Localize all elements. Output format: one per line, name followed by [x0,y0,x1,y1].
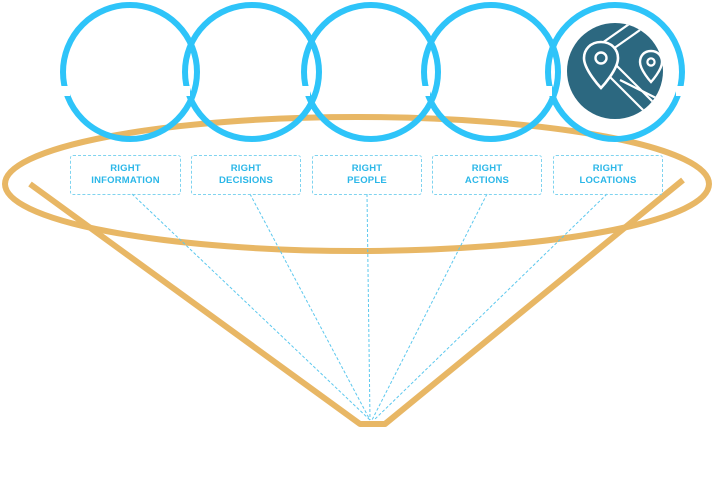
label-line1: RIGHT [471,163,503,174]
label-line2: PEOPLE [347,175,387,186]
circle-actions [421,2,561,142]
circle-decisions [182,2,322,142]
connector-line-locations [373,193,608,421]
connector-line-actions [371,193,488,421]
label-line1: RIGHT [592,163,624,174]
map-location-pin-icon [567,23,664,119]
circle-locations [545,2,685,142]
funnel-rim [2,114,712,254]
circle-gaps [50,86,694,96]
label-line2: ACTIONS [464,175,510,186]
label-line1: RIGHT [110,163,141,174]
connector-lines [131,193,608,421]
circle-people [301,2,441,142]
funnel-cone [28,177,685,427]
label-right-decisions: RIGHT DECISIONS [191,155,301,195]
connector-line-decisions [249,193,371,421]
label-right-locations: RIGHT LOCATIONS [553,155,663,195]
circle-information [60,2,200,142]
label-line2: DECISIONS [218,175,274,186]
connector-line-people [366,193,371,421]
label-line2: LOCATIONS [579,175,637,186]
label-right-actions: RIGHT ACTIONS [432,155,542,195]
category-circles [60,2,685,142]
label-line1: RIGHT [351,163,383,174]
label-right-information: RIGHT INFORMATION [70,155,181,195]
label-right-people: RIGHT PEOPLE [312,155,422,195]
label-line2: INFORMATION [91,175,160,186]
label-line1: RIGHT [230,163,262,174]
connector-line-information [131,193,371,421]
